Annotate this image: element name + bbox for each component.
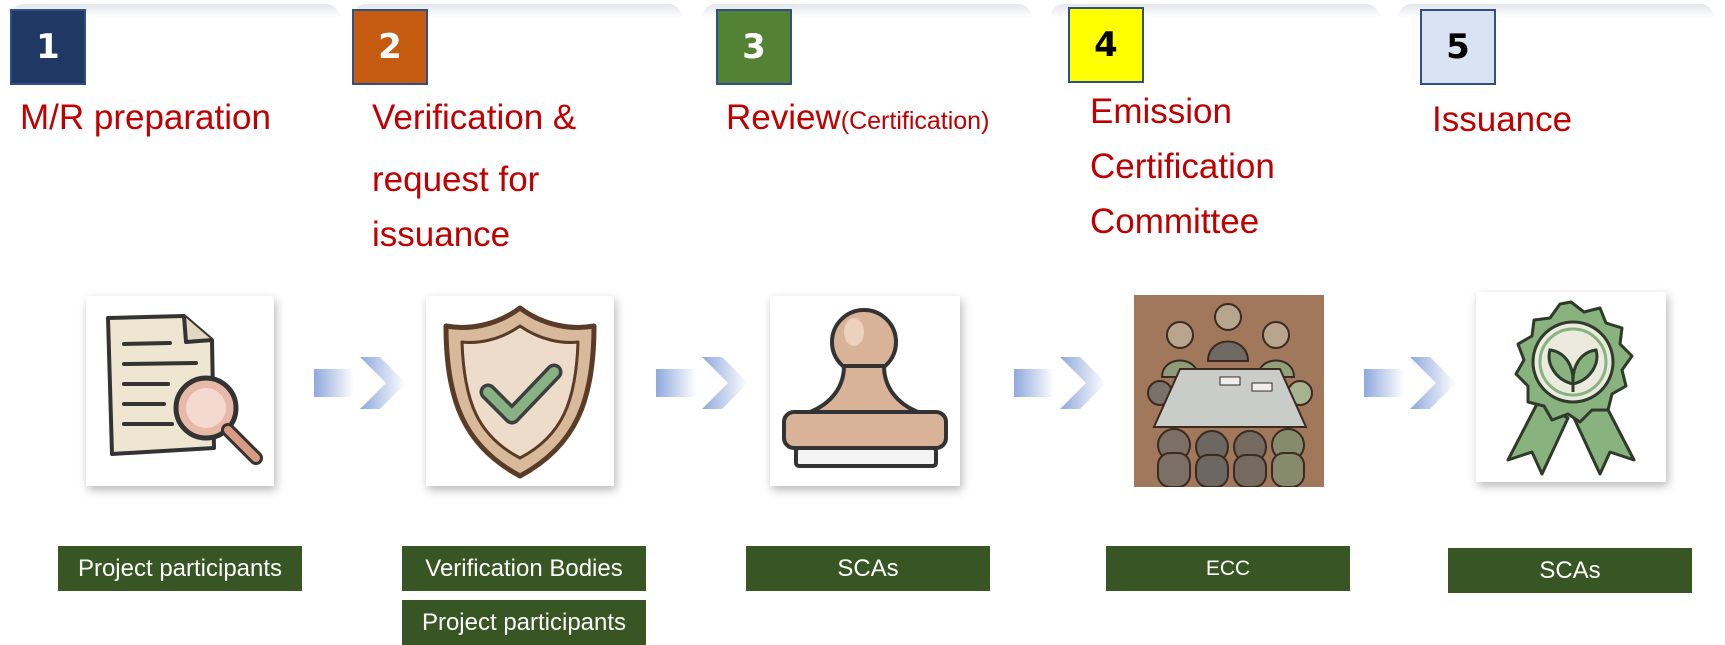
arrow-right-icon	[1364, 357, 1456, 409]
role-badge: Project participants	[402, 600, 646, 645]
step-3: 3 Review(Certification)	[702, 0, 1032, 642]
step-title-line: Issuance	[1432, 100, 1573, 139]
step-title-line: Review	[726, 98, 841, 137]
step-5: 5 Issuance	[1398, 0, 1714, 642]
certificate-badge-icon	[1476, 292, 1666, 482]
step-4: 4 Emission Certification Committee	[1050, 0, 1380, 642]
step-1: 1 M/R preparation	[10, 0, 340, 642]
step-number-4: 4	[1068, 7, 1144, 83]
meeting-table-icon	[1134, 295, 1324, 487]
step-number-3: 3	[716, 9, 792, 85]
arrow-right-icon	[1014, 357, 1106, 409]
step-title-line: Emission	[1090, 92, 1232, 131]
step-title-1: M/R preparation	[20, 90, 271, 145]
step-title-line: Committee	[1090, 202, 1260, 241]
arrow-right-icon	[314, 357, 406, 409]
step-title-line: M/R preparation	[20, 98, 271, 137]
shield-check-icon	[426, 296, 614, 486]
step-title-3: Review(Certification)	[726, 90, 989, 149]
step-number-1: 1	[10, 9, 86, 85]
role-badge: SCAs	[1448, 548, 1692, 593]
step-tab-bar	[352, 4, 682, 18]
step-2: 2 Verification & request for issuance	[352, 0, 682, 642]
role-badge: ECC	[1106, 546, 1350, 591]
step-title-line: issuance	[372, 215, 511, 254]
step-number-5: 5	[1420, 9, 1496, 85]
step-title-suffix: (Certification)	[840, 107, 990, 135]
role-badge: Verification Bodies	[402, 546, 646, 591]
role-badge: Project participants	[58, 546, 302, 591]
arrow-right-icon	[656, 357, 748, 409]
role-badge: SCAs	[746, 546, 990, 591]
step-title-5: Issuance	[1432, 92, 1572, 147]
stamp-icon	[770, 296, 960, 486]
document-magnifier-icon	[86, 296, 274, 486]
step-tab-bar	[10, 4, 340, 18]
step-title-4: Emission Certification Committee	[1090, 84, 1275, 249]
step-title-2: Verification & request for issuance	[372, 90, 576, 262]
step-number-2: 2	[352, 9, 428, 85]
step-title-line: request for	[372, 160, 540, 199]
step-title-line: Certification	[1090, 147, 1275, 186]
step-title-line: Verification &	[372, 98, 577, 137]
